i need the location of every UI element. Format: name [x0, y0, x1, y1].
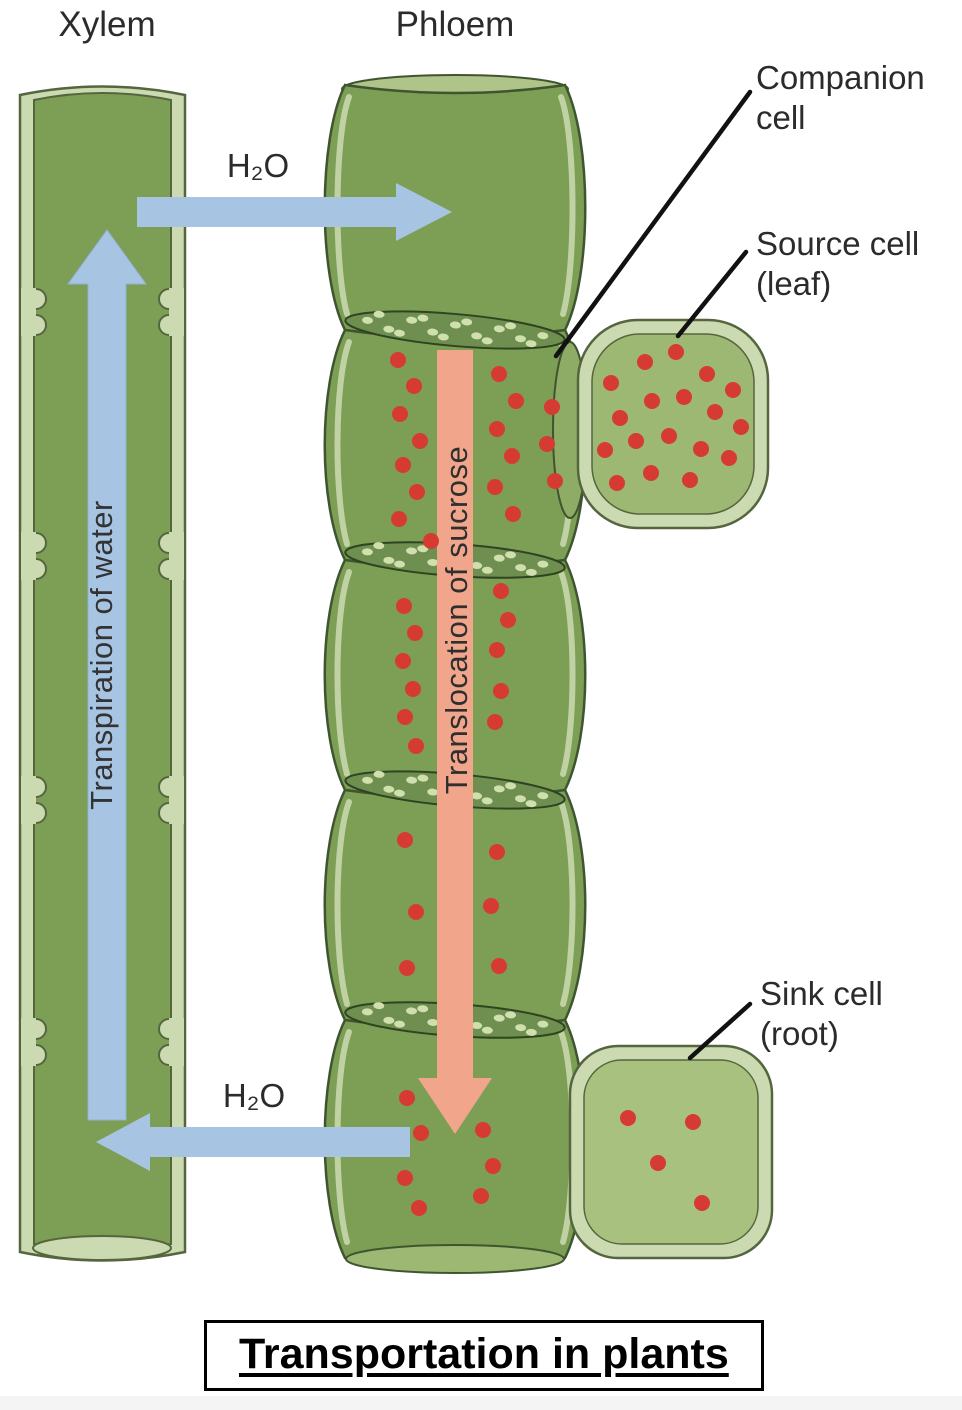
- h2o-top-label: H₂O: [226, 147, 290, 185]
- h2o-bottom-label: H₂O: [222, 1077, 286, 1115]
- sink-cell-interior: [583, 1059, 759, 1245]
- h2o-arrow-top: [137, 183, 452, 241]
- h2o-arrow-bottom: [96, 1113, 410, 1171]
- sieve-plate: [344, 310, 566, 350]
- phloem-label: Phloem: [395, 5, 515, 44]
- source-cell-label: Source cell (leaf): [756, 225, 920, 302]
- diagram-title: Transportation in plants: [204, 1320, 764, 1391]
- xylem-pits: [21, 288, 184, 1066]
- sink-cell-label: Sink cell (root): [760, 975, 883, 1052]
- source-pointer-line: [675, 249, 749, 339]
- source-cell: [576, 318, 770, 530]
- companion-cell-label: Companion cell: [756, 59, 925, 136]
- source-cell-interior: [591, 333, 755, 515]
- xylem-label: Xylem: [58, 5, 156, 44]
- phloem-bottom-cap: [345, 1244, 565, 1274]
- xylem-bottom-cap: [32, 1235, 172, 1261]
- sucrose-dots: [390, 344, 749, 1216]
- sink-pointer-line: [687, 1001, 753, 1061]
- transpiration-arrow: [67, 229, 147, 1121]
- sink-cell: [568, 1044, 774, 1260]
- translocation-arrow: [418, 350, 492, 1134]
- companion-pointer-line: [553, 89, 753, 359]
- page-bottom-strip: [0, 1396, 962, 1410]
- transpiration-label: Transpiration of water: [84, 500, 119, 810]
- translocation-label: Translocation of sucrose: [439, 445, 474, 795]
